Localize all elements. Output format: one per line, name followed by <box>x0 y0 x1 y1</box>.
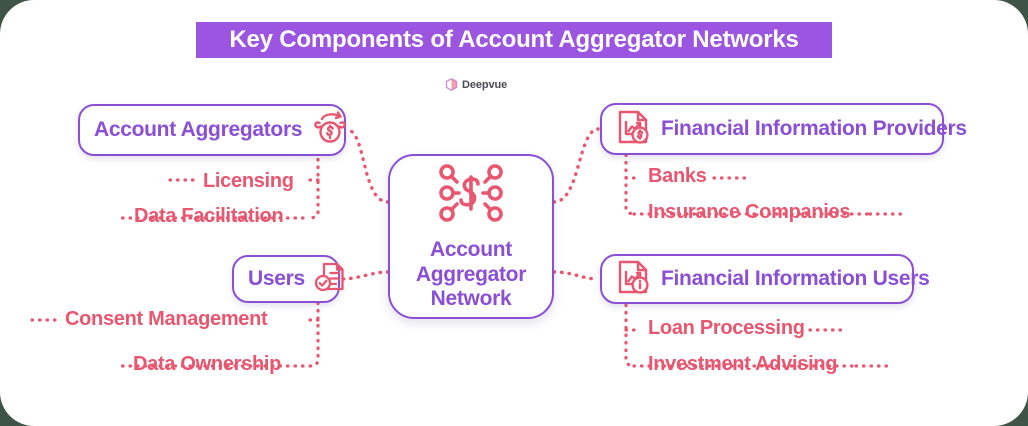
node-account-aggregators[interactable]: Account Aggregators <box>78 104 346 156</box>
node-account-aggregators-label: Account Aggregators <box>94 118 303 141</box>
document-checkmark-icon <box>314 261 346 298</box>
leaf-data-ownership: Data Ownership <box>133 353 282 375</box>
leaf-loan-processing: Loan Processing <box>648 317 805 339</box>
center-node-label: Account Aggregator Network <box>415 238 527 311</box>
node-financial-information-providers-label: Financial Information Providers <box>661 117 967 140</box>
node-users[interactable]: Users <box>232 255 344 303</box>
brand-logo: Deepvue <box>445 78 507 91</box>
leaf-data-facilitation: Data Facilitation <box>134 205 284 227</box>
deepvue-hexagon-logo-icon <box>445 78 458 91</box>
node-users-label: Users <box>248 267 305 290</box>
page-title: Key Components of Account Aggregator Net… <box>229 26 799 53</box>
leaf-consent-management: Consent Management <box>65 308 268 330</box>
document-chart-info-icon <box>616 258 652 301</box>
leaf-investment-advising: Investment Advising <box>648 353 838 375</box>
center-node-account-aggregator-network[interactable]: Account Aggregator Network <box>388 154 554 319</box>
leaf-licensing: Licensing <box>203 170 294 192</box>
leaf-banks: Banks <box>648 165 707 187</box>
page-title-banner: Key Components of Account Aggregator Net… <box>196 22 832 58</box>
document-chart-dollar-icon <box>616 108 652 151</box>
brand-name: Deepvue <box>462 78 508 91</box>
node-financial-information-providers[interactable]: Financial Information Providers <box>600 103 967 155</box>
node-financial-information-users-label: Financial Information Users <box>661 267 930 290</box>
leaf-insurance-companies: Insurance Companies <box>648 201 851 223</box>
node-financial-information-users[interactable]: Financial Information Users <box>600 254 930 304</box>
money-circulation-dollar-icon <box>311 110 349 151</box>
network-dollar-nodes-icon <box>434 161 508 230</box>
